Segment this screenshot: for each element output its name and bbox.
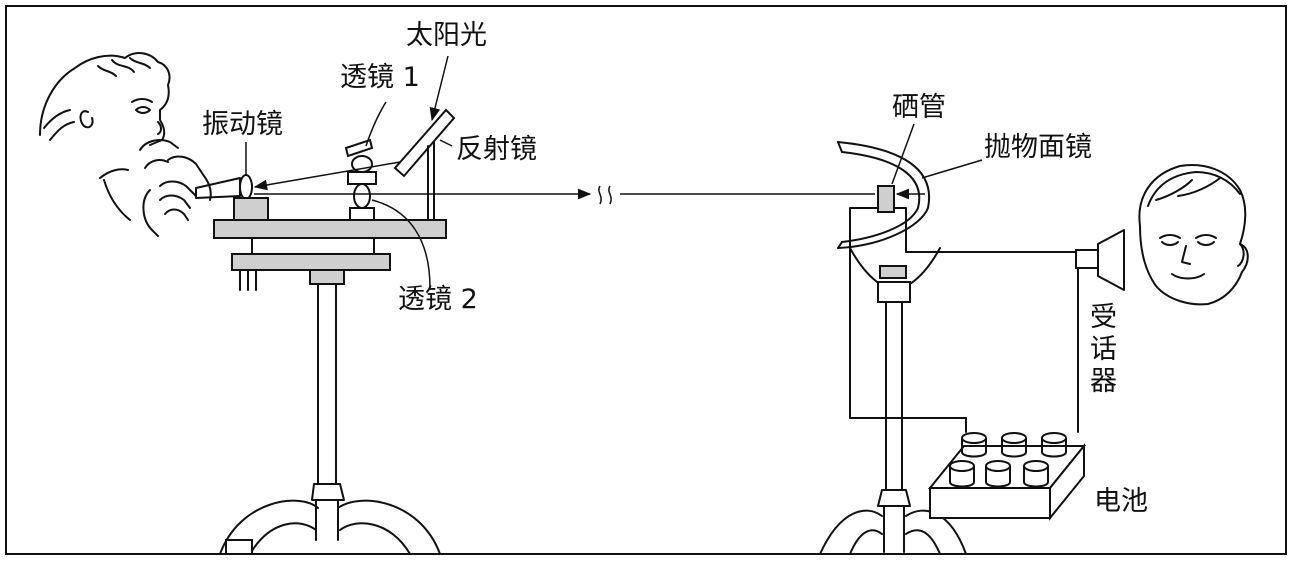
light-path-to-vibrating-mirror: [253, 161, 401, 191]
receiver-stand-head: [877, 281, 911, 303]
lens1-leader: [365, 101, 387, 147]
label-lens1: 透镜 1: [340, 62, 420, 93]
receiver-earpiece: [1075, 229, 1125, 291]
listener-person-icon: [1138, 164, 1249, 306]
diagram-frame: [5, 5, 1287, 555]
label-selenium-tube: 硒管: [892, 92, 946, 123]
label-sunlight: 太阳光: [406, 20, 487, 51]
transmitter-lower-platform: [231, 253, 391, 271]
reflector-leader: [439, 139, 453, 147]
label-lens2: 透镜 2: [398, 284, 478, 315]
parabolic-mirror: [837, 141, 931, 249]
lens-2: [347, 171, 377, 221]
transmitter-platform: [213, 219, 447, 239]
lens2-leader: [371, 199, 431, 289]
receiver-circuit-wire: [849, 207, 967, 433]
label-vibrating-mirror: 振动镜: [202, 109, 283, 140]
sunlight-arrow: [429, 55, 449, 122]
selenium-tube-leader: [891, 123, 915, 185]
label-battery: 电池: [1094, 486, 1148, 517]
label-receiver-char-3: 器: [1090, 366, 1117, 397]
parabolic-mirror-leader: [921, 159, 983, 179]
speaker-person-icon: [39, 52, 212, 237]
transmitter-tripod: [219, 499, 441, 555]
label-reflector: 反射镜: [456, 134, 537, 165]
label-parabolic-mirror: 抛物面镜: [984, 132, 1092, 163]
battery-box: [927, 432, 1087, 521]
selenium-tube: [877, 185, 895, 213]
transmitter-stand-head: [309, 269, 345, 285]
vibrating-mirror: [195, 177, 241, 199]
vibrating-mirror-base: [233, 197, 269, 221]
label-receiver-char-1: 受: [1090, 302, 1117, 333]
reflector-mirror: [393, 108, 456, 221]
label-receiver-char-2: 话: [1090, 334, 1117, 365]
beam-break-symbol: [598, 185, 612, 205]
